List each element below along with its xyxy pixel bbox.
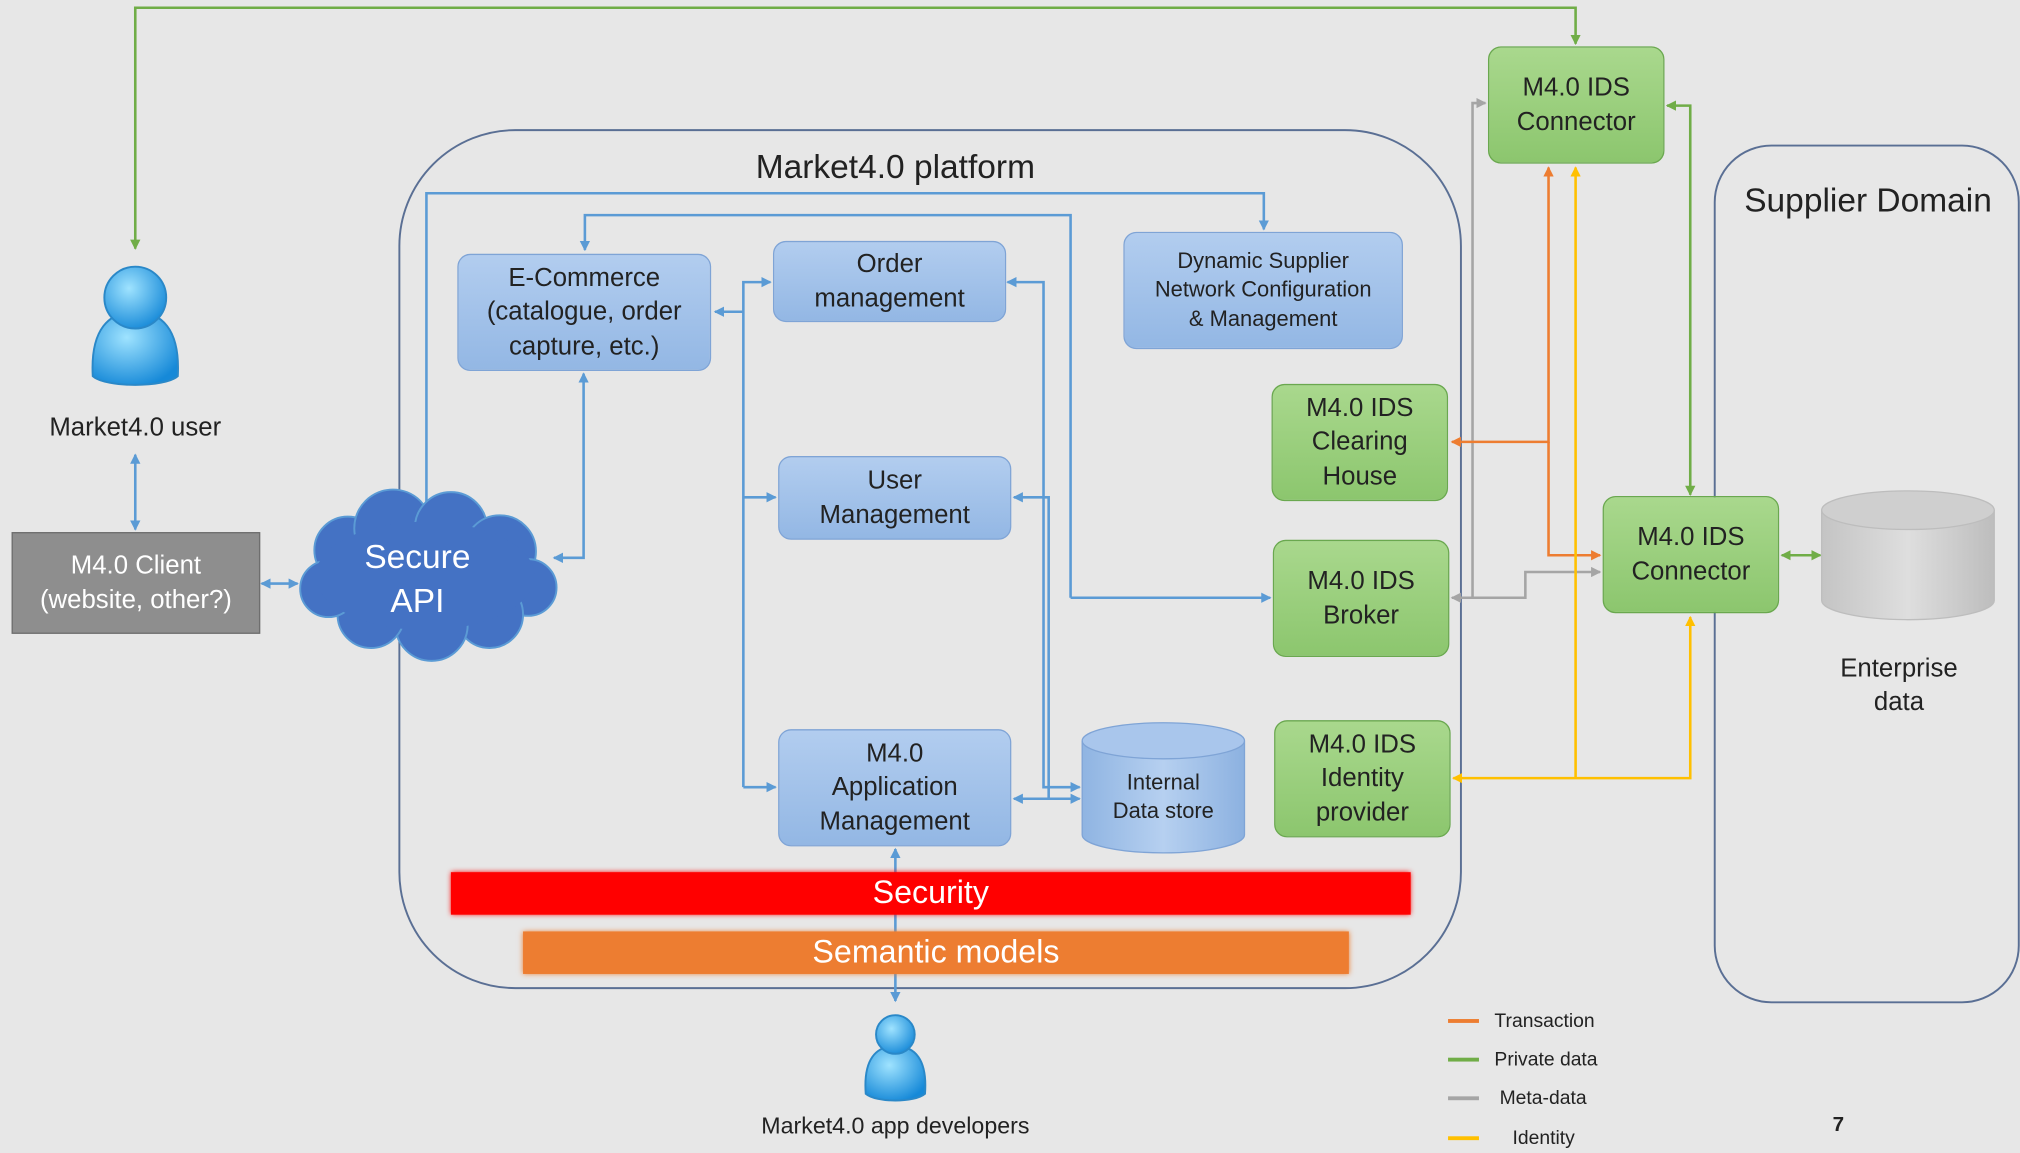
semantic-models-layer[interactable]: Semantic models	[523, 931, 1349, 974]
supplier-domain-title: Supplier Domain	[1744, 180, 1992, 220]
user-management-module[interactable]: User Management	[778, 456, 1012, 540]
ids-connector-supplier[interactable]: M4.0 IDS Connector	[1602, 495, 1780, 614]
ecommerce-module[interactable]: E-Commerce (catalogue, order capture, et…	[457, 253, 712, 372]
dynamic-supplier-module[interactable]: Dynamic Supplier Network Configuration &…	[1123, 231, 1403, 350]
internal-data-store-label: Internal Data store	[1112, 770, 1214, 824]
enterprise-data-label: Enterprise data	[1840, 654, 1958, 717]
enterprise-data-cylinder[interactable]	[1821, 490, 1995, 621]
page-number: 7	[1832, 1113, 1845, 1136]
secure-api-cloud[interactable]	[299, 488, 558, 662]
legend-label: Private data	[1494, 1048, 1598, 1071]
legend-swatch	[1448, 1019, 1479, 1023]
legend-swatch	[1448, 1136, 1479, 1141]
legend-label: Transaction	[1494, 1010, 1595, 1032]
secure-api-label: Secure API	[364, 537, 471, 620]
legend-label: Meta-data	[1499, 1087, 1587, 1110]
private-data-links	[130, 6, 1822, 561]
legend-swatch	[1448, 1057, 1479, 1062]
legend-private-data: Private data	[1448, 1049, 1598, 1071]
security-layer[interactable]: Security	[450, 872, 1411, 915]
legend-transaction: Transaction	[1448, 1010, 1595, 1032]
identity-links	[1451, 166, 1696, 784]
legend-swatch	[1448, 1096, 1479, 1101]
application-management-module[interactable]: M4.0 Application Management	[778, 729, 1012, 847]
ids-connector-top[interactable]: M4.0 IDS Connector	[1487, 46, 1665, 164]
order-management-module[interactable]: Order management	[772, 240, 1007, 323]
ids-clearing-house[interactable]: M4.0 IDS Clearing House	[1271, 383, 1449, 502]
legend-identity: Identity	[1448, 1127, 1575, 1149]
ids-identity-provider[interactable]: M4.0 IDS Identity provider	[1274, 720, 1451, 838]
m40-client-box[interactable]: M4.0 Client (website, other?)	[11, 532, 261, 634]
platform-title: Market4.0 platform	[755, 146, 1035, 186]
ids-broker[interactable]: M4.0 IDS Broker	[1272, 539, 1450, 658]
developer-person-icon	[864, 1014, 927, 1102]
legend-label: Identity	[1512, 1127, 1575, 1150]
user-person-icon	[91, 265, 179, 386]
legend-meta-data: Meta-data	[1448, 1087, 1587, 1109]
transaction-links	[1450, 166, 1602, 561]
internal-data-store-cylinder[interactable]	[1081, 722, 1246, 854]
user-label: Market4.0 user	[49, 413, 222, 442]
developers-label: Market4.0 app developers	[761, 1113, 1030, 1140]
meta-data-links	[1450, 97, 1602, 603]
platform-links	[130, 191, 1272, 1003]
